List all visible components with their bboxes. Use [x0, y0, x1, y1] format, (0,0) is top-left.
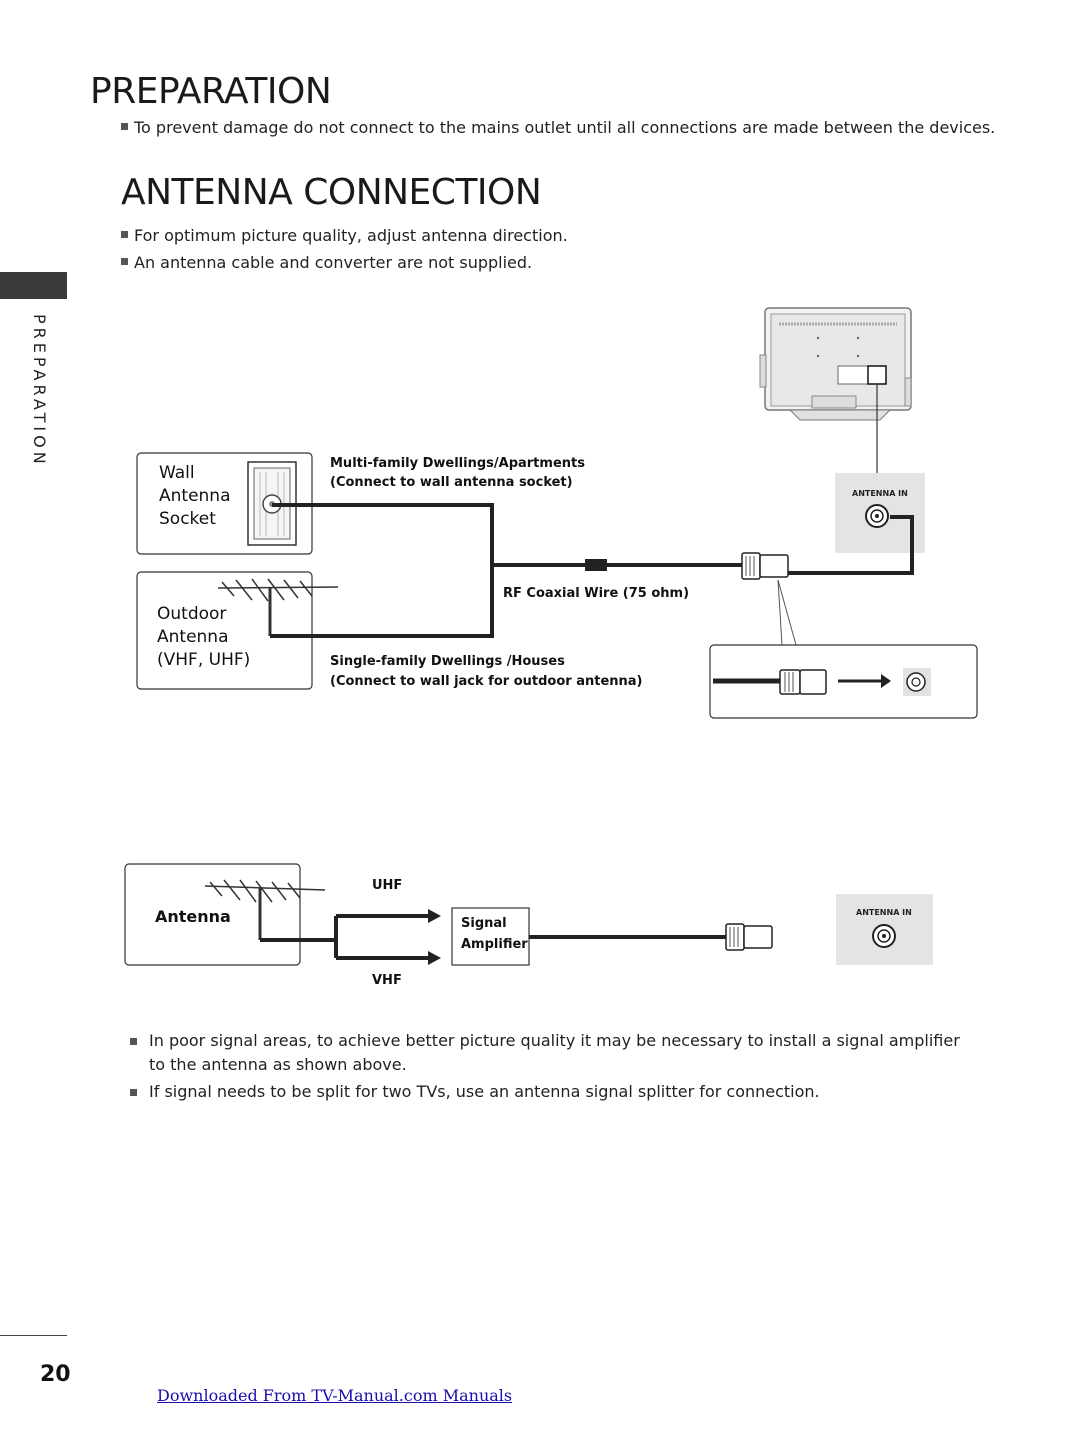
amplifier-diagram	[124, 863, 933, 966]
tv-rear-illustration	[759, 307, 912, 421]
antenna-label: Antenna	[155, 907, 231, 926]
outdoor-antenna-icon	[217, 578, 339, 636]
coax-connector-icon	[741, 552, 789, 580]
rf-coaxial-caption: RF Coaxial Wire (75 ohm)	[503, 586, 690, 601]
intro-note: To prevent damage do not connect to the …	[121, 118, 995, 137]
multi-family-subcaption: (Connect to wall antenna socket)	[330, 475, 573, 490]
antenna-icon	[204, 879, 326, 940]
amplifier-label-2: Amplifier	[461, 937, 528, 952]
wall-socket-label: Wall Antenna Socket	[159, 463, 231, 529]
antenna-box	[124, 863, 301, 966]
antenna-connection-diagram	[136, 307, 978, 719]
note-top-2: An antenna cable and converter are not s…	[121, 253, 532, 272]
single-family-subcaption: (Connect to wall jack for outdoor antenn…	[330, 674, 643, 689]
single-family-caption: Single-family Dwellings /Houses	[330, 654, 565, 669]
bullet-square-icon	[130, 1038, 137, 1045]
uhf-label: UHF	[372, 878, 403, 893]
bullet-square-icon	[121, 231, 128, 238]
coax-connector-icon	[725, 923, 773, 951]
outdoor-antenna-box	[136, 571, 313, 690]
source-link[interactable]: Downloaded From TV-Manual.com Manuals	[157, 1386, 513, 1405]
side-tab-marker	[0, 272, 67, 299]
section-title: PREPARATION	[90, 71, 332, 112]
outdoor-antenna-label: Outdoor Antenna (VHF, UHF)	[157, 604, 251, 670]
page-number: 20	[40, 1362, 71, 1387]
vhf-label: VHF	[372, 973, 402, 988]
antenna-in-label: ANTENNA IN	[852, 489, 908, 498]
bullet-square-icon	[130, 1089, 137, 1096]
antenna-in-label: ANTENNA IN	[856, 908, 912, 917]
page-title: ANTENNA CONNECTION	[121, 172, 542, 213]
note-bottom-1: In poor signal areas, to achieve better …	[130, 1029, 970, 1077]
bullet-square-icon	[121, 123, 128, 130]
note-bottom-2: If signal needs to be split for two TVs,…	[130, 1080, 970, 1104]
note-top-1: For optimum picture quality, adjust ante…	[121, 226, 568, 245]
bullet-square-icon	[121, 258, 128, 265]
multi-family-caption: Multi-family Dwellings/Apartments	[330, 456, 585, 471]
amplifier-label-1: Signal	[461, 916, 507, 931]
footer-rule	[0, 1335, 67, 1336]
